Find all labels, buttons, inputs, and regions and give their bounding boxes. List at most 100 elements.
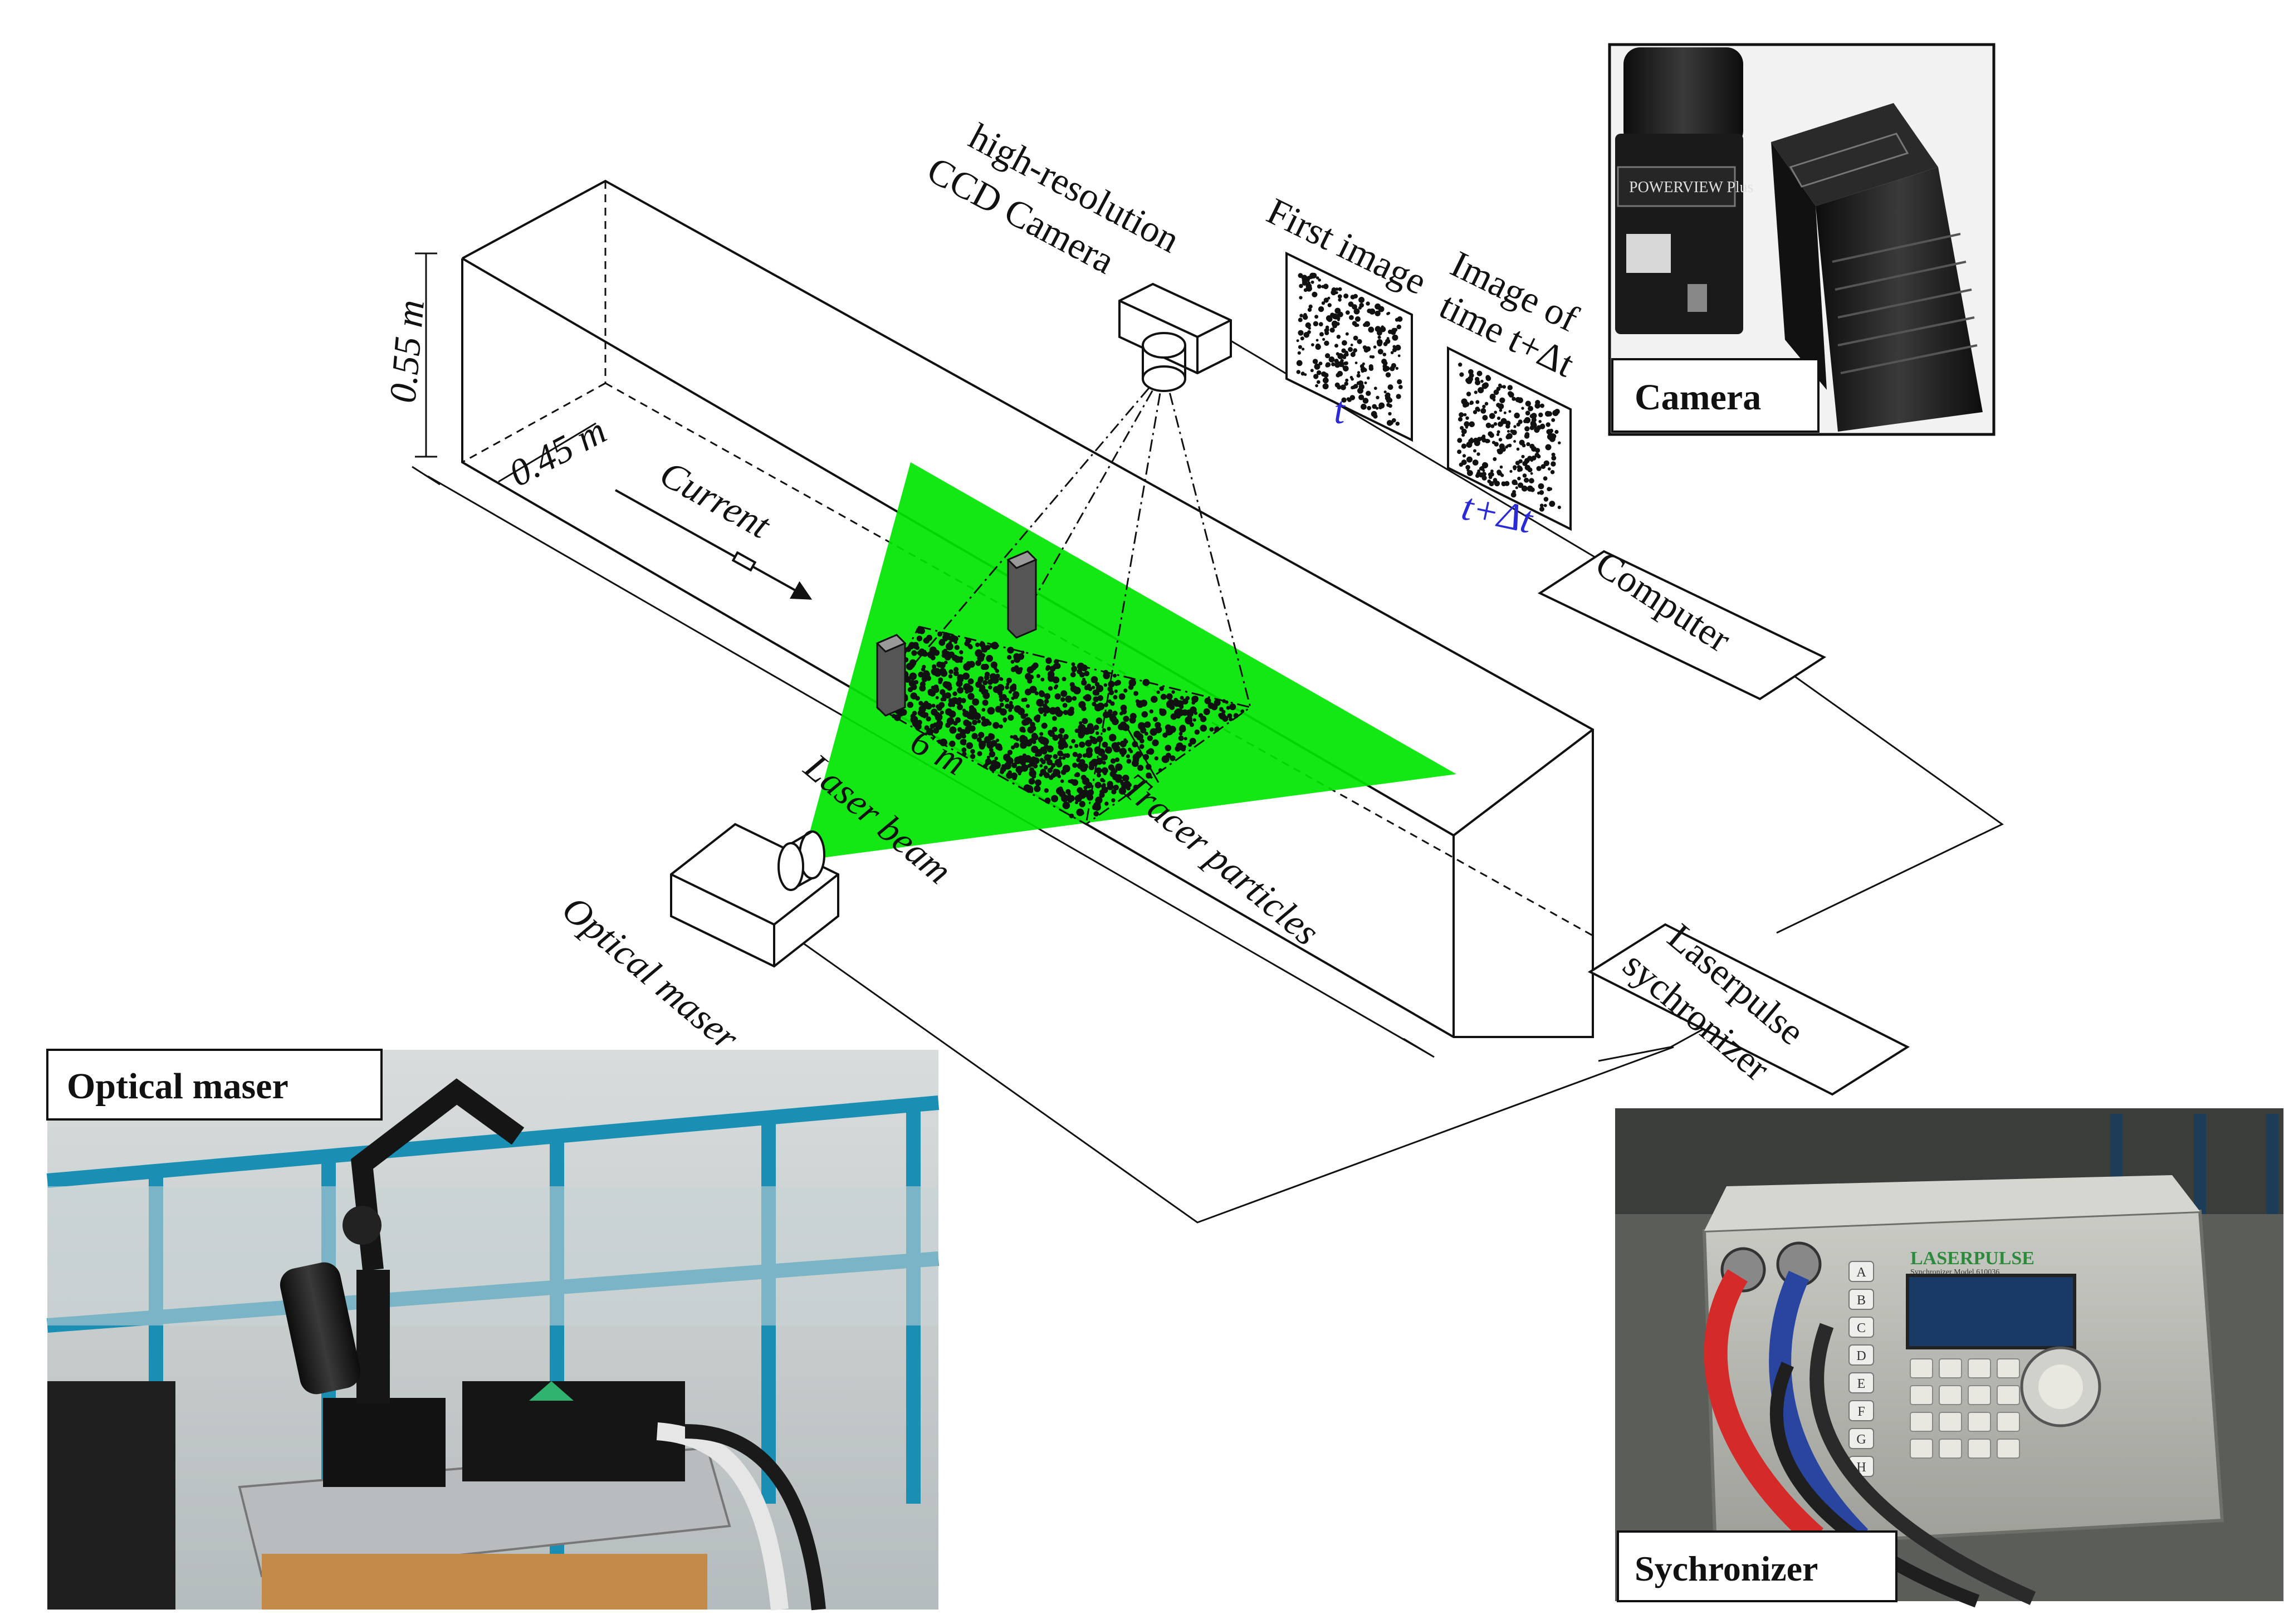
tracer-particle [951,654,958,661]
tracer-particle [1507,430,1510,433]
tracer-particle [1144,731,1148,736]
tracer-particle [1466,392,1471,397]
tracer-particle [1540,464,1546,469]
tracer-particle [1395,366,1398,370]
tracer-particle [1209,727,1214,732]
tracer-particle [1060,697,1065,702]
tracer-particle [1039,711,1043,715]
tracer-particle [1123,780,1131,788]
tracer-particle [1044,699,1049,704]
tracer-particle [1469,373,1474,378]
tracer-particle [1078,792,1083,796]
tracer-particle [1053,769,1060,777]
tracer-particle [1015,766,1024,774]
tracer-particle [1083,696,1087,700]
tracer-particle [1006,682,1010,686]
tracer-particle [949,740,956,747]
tracer-particle [1060,741,1068,748]
tracer-particle [1526,442,1530,447]
tracer-particle [1104,801,1109,806]
tracer-particle [1078,721,1083,725]
tracer-particle [1025,704,1030,708]
tracer-particle [966,685,974,693]
tracer-particle [1551,456,1557,461]
tracer-particle [1319,332,1324,337]
tracer-particle [1386,403,1391,407]
tracer-particle [1040,746,1046,754]
tracer-particle [1398,385,1403,389]
tracer-particle [956,680,963,687]
tracer-particle [1458,363,1463,367]
tracer-particle [920,681,926,687]
tracer-particle [994,756,999,761]
tracer-particle [1153,718,1157,722]
tracer-particle [1342,397,1346,402]
tracer-particle [1079,672,1085,678]
tracer-particle [1525,410,1530,415]
tracer-particle [1350,352,1356,358]
tracer-particle [1551,418,1556,422]
tracer-particle [1499,409,1503,412]
tracer-particle [1318,322,1323,327]
tracer-particle [1029,770,1036,777]
tracer-particle [952,691,957,696]
tracer-particle [1058,786,1063,791]
tracer-particle [1057,733,1063,739]
tracer-particle [1386,312,1390,315]
tracer-particle [1229,717,1233,722]
tracer-particle [1353,384,1358,389]
tracer-particle [1179,746,1183,751]
tracer-particle [1491,441,1496,444]
tracer-particle [1502,481,1504,485]
tracer-particle [999,702,1004,707]
tracer-particle [1095,767,1102,774]
tracer-particle [911,684,917,691]
tracer-particle [1074,801,1078,804]
tracer-particle [941,649,947,655]
tracer-particle [1039,691,1045,697]
tracer-particle [1367,376,1370,380]
tracer-particle [1327,316,1333,322]
tracer-particle [1054,711,1058,715]
tracer-particle [1473,449,1476,453]
tracer-particle [954,645,960,650]
tracer-particle [1113,745,1121,752]
tracer-particle [1373,387,1377,390]
tracer-particle [1146,750,1151,755]
tracer-particle [1137,765,1144,771]
tracer-particle [1078,732,1084,738]
tracer-particle [984,672,990,677]
tracer-particle [1303,332,1310,338]
tracer-particle [1377,349,1383,355]
tracer-particle [1369,355,1373,359]
tracer-particle [1496,471,1502,476]
camera-brand-text: POWERVIEW Plus [1629,179,1754,196]
tracer-particle [988,685,992,689]
tracer-particle [1102,783,1106,787]
tracer-particle [1021,698,1025,702]
tracer-particle [1043,723,1048,728]
image-frames [1285,251,1572,531]
laser-sheet [802,462,1456,860]
tracer-particle [982,692,990,700]
tracer-particle [1062,677,1067,682]
tracer-particle [929,646,937,654]
tracer-particle [1323,283,1329,290]
tracer-particle [1386,420,1393,426]
tracer-particle [955,733,962,740]
tracer-particle [1131,760,1139,767]
tracer-particle [961,698,966,703]
tracer-particle [1192,696,1199,702]
letter-key-label: C [1857,1321,1866,1336]
tracer-particle [1521,407,1524,410]
tracer-particle [1354,316,1361,322]
optical-maser-photo-label: Optical maser [67,1066,288,1107]
tracer-particle [978,732,985,738]
tracer-particle [1052,734,1059,741]
tracer-particle [1165,727,1173,736]
tracer-particle [981,645,986,651]
tracer-particle [1159,708,1167,716]
tracer-particle [984,736,991,743]
tracer-particle [1090,676,1098,683]
tracer-particle [1324,340,1329,346]
